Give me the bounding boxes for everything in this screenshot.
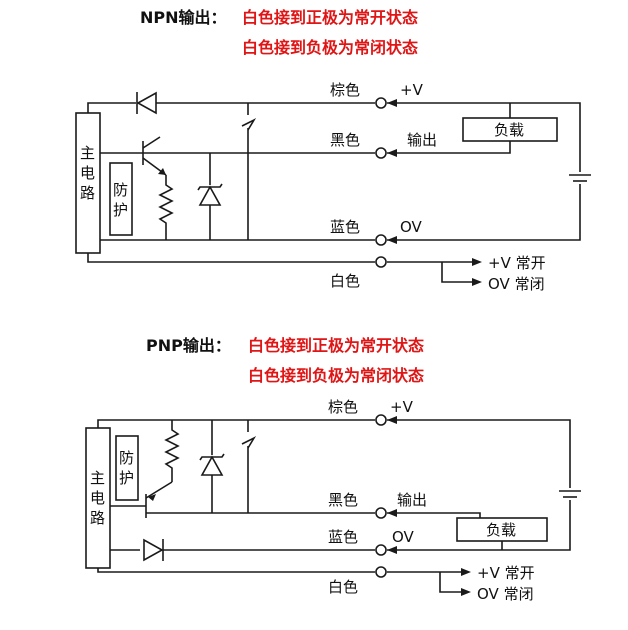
npn-label-zero-v: OV [400,218,423,236]
npn-label-blue: 蓝色 [330,218,360,236]
npn-label-plus-v: +V [400,81,424,99]
pnp-terminal-blue [375,544,387,556]
pnp-title: PNP输出： [146,336,231,355]
pnp-terminal-black [375,507,387,519]
pnp-label-brown: 棕色 [328,398,358,416]
npn-resistor-icon [158,175,174,240]
npn-white-wire [87,253,375,263]
pnp-switch-icon [241,436,257,449]
npn-white-options-wires [387,261,475,283]
pnp-label-white: 白色 [328,578,358,596]
pnp-main-circuit-block [85,427,111,569]
pnp-white-wire [97,568,375,573]
npn-label-black: 黑色 [330,131,360,149]
pnp-white-options-wires [387,571,464,593]
pnp-label-output: 输出 [397,491,427,509]
npn-brown-wire-left [87,102,136,113]
npn-label-output: 输出 [407,131,437,149]
pnp-white-pos-label: +V 常开 [477,564,535,582]
npn-terminal-blue [375,234,387,246]
npn-main-circuit-label-3: 路 [80,184,95,202]
pnp-protect-block [115,435,139,501]
npn-main-circuit-block [75,112,101,254]
npn-title: NPN输出： [140,8,227,27]
npn-switch-icon [241,118,257,131]
pnp-supply-top [387,419,571,488]
pnp-diagram: PNP输出： 白色接到正极为常开状态 白色接到负极为常闭状态 主 电 路 防 护 [85,336,581,603]
npn-supply-top [387,102,581,172]
pnp-label-zero-v: OV [392,528,415,546]
pnp-load-label: 负载 [486,521,516,539]
pnp-white-neg-label: OV 常闭 [477,585,534,603]
pnp-main-circuit-label-1: 主 [90,469,105,487]
npn-terminal-brown [375,97,387,109]
npn-terminal-black [375,147,387,159]
pnp-terminal-white [375,566,387,578]
npn-zener-icon [198,185,222,206]
pnp-label-plus-v: +V [390,398,414,416]
npn-mode-line1: 白色接到正极为常开状态 [242,8,418,27]
pnp-zener-icon [200,455,224,476]
npn-protect-label-2: 护 [113,201,128,219]
npn-load-label: 负载 [494,121,524,139]
npn-diagram: NPN输出： 白色接到正极为常开状态 白色接到负极为常闭状态 主 电 路 防 护 [75,8,591,293]
npn-mode-line2: 白色接到负极为常闭状态 [242,38,418,57]
pnp-label-black: 黑色 [328,491,358,509]
pnp-protect-label-1: 防 [119,449,134,467]
npn-protect-label-1: 防 [113,181,128,199]
npn-main-circuit-label-2: 电 [80,164,95,182]
pnp-mode-line1: 白色接到正极为常开状态 [248,336,424,355]
pnp-resistor-icon [164,420,180,482]
pnp-terminal-brown [375,414,387,426]
pnp-diode-icon [143,538,164,562]
npn-diode-icon [136,91,157,115]
pnp-main-circuit-label-2: 电 [90,489,105,507]
pnp-main-circuit-label-3: 路 [90,509,105,527]
npn-protect-block [109,162,133,236]
npn-supply-bottom [387,184,581,241]
npn-main-circuit-label-1: 主 [80,144,95,162]
npn-terminal-white [375,256,387,268]
npn-label-white: 白色 [330,272,360,290]
pnp-label-blue: 蓝色 [328,528,358,546]
pnp-protect-label-2: 护 [119,469,134,487]
pnp-mode-line2: 白色接到负极为常闭状态 [248,366,424,385]
npn-label-brown: 棕色 [330,81,360,99]
pnp-brown-wire [97,419,375,428]
npn-white-neg-label: OV 常闭 [488,275,545,293]
npn-white-pos-label: +V 常开 [488,254,546,272]
pnp-supply-bottom [387,500,571,551]
